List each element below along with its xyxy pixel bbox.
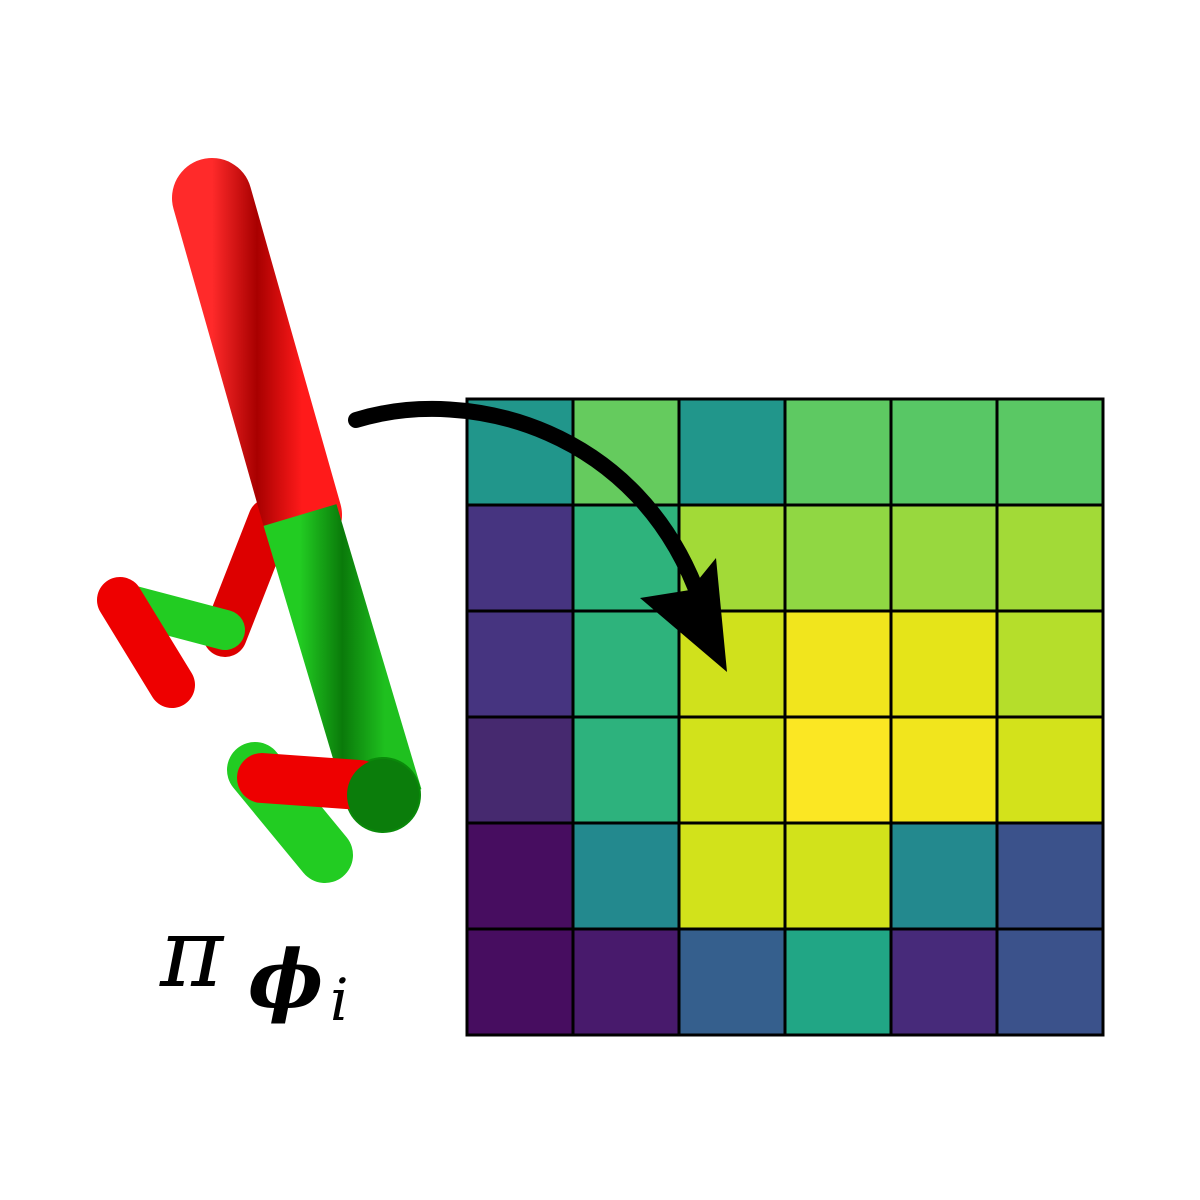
grid-cell-r5-c1 — [571, 927, 681, 1037]
grid-cell-r3-c2 — [677, 715, 787, 825]
grid-cell-r0-c2 — [677, 397, 787, 507]
grid-cell-r3-c4 — [889, 715, 999, 825]
grid-cell-r1-c5 — [995, 503, 1105, 613]
policy-label: π ϕ i — [160, 905, 420, 1045]
heatmap-grid — [465, 397, 1105, 1037]
robot-right-shin — [237, 753, 385, 810]
grid-cell-r3-c5 — [995, 715, 1105, 825]
grid-cell-r0-c3 — [783, 397, 893, 507]
grid-cell-r2-c3 — [783, 609, 893, 719]
grid-cell-r1-c3 — [783, 503, 893, 613]
robot-right-knee-cap — [347, 759, 419, 831]
grid-cell-r5-c4 — [889, 927, 999, 1037]
grid-cell-r5-c5 — [995, 927, 1105, 1037]
grid-cell-r3-c3 — [783, 715, 893, 825]
arrow-shaft — [348, 401, 708, 608]
grid-cell-r4-c0 — [465, 821, 575, 931]
grid-cell-r2-c1 — [571, 609, 681, 719]
robot-torso — [172, 158, 342, 555]
policy-subscript-index: i — [330, 966, 349, 1034]
grid-cell-r4-c3 — [783, 821, 893, 931]
grid-cell-r4-c2 — [677, 821, 787, 931]
grid-cell-r0-c4 — [889, 397, 999, 507]
grid-cell-r2-c5 — [995, 609, 1105, 719]
robot-right-thigh — [263, 504, 422, 811]
grid-cell-r2-c0 — [465, 609, 575, 719]
grid-cell-r1-c0 — [465, 503, 575, 613]
walker-robot-illustration — [97, 158, 422, 883]
grid-cell-r3-c0 — [465, 715, 575, 825]
policy-subscript-phi: ϕ — [248, 932, 324, 1026]
grid-cell-r5-c3 — [783, 927, 893, 1037]
robot-left-foot — [97, 577, 195, 708]
grid-cell-r5-c2 — [677, 927, 787, 1037]
grid-cell-r2-c4 — [889, 609, 999, 719]
curved-arrow — [348, 401, 727, 672]
grid-cell-r5-c0 — [465, 927, 575, 1037]
grid-cell-r4-c1 — [571, 821, 681, 931]
arrow-head — [640, 558, 727, 672]
grid-cell-r4-c5 — [995, 821, 1105, 931]
policy-symbol-pi: π — [160, 897, 224, 1009]
grid-cell-r1-c4 — [889, 503, 999, 613]
grid-cell-r0-c5 — [995, 397, 1105, 507]
grid-cell-r3-c1 — [571, 715, 681, 825]
grid-cell-r4-c4 — [889, 821, 999, 931]
